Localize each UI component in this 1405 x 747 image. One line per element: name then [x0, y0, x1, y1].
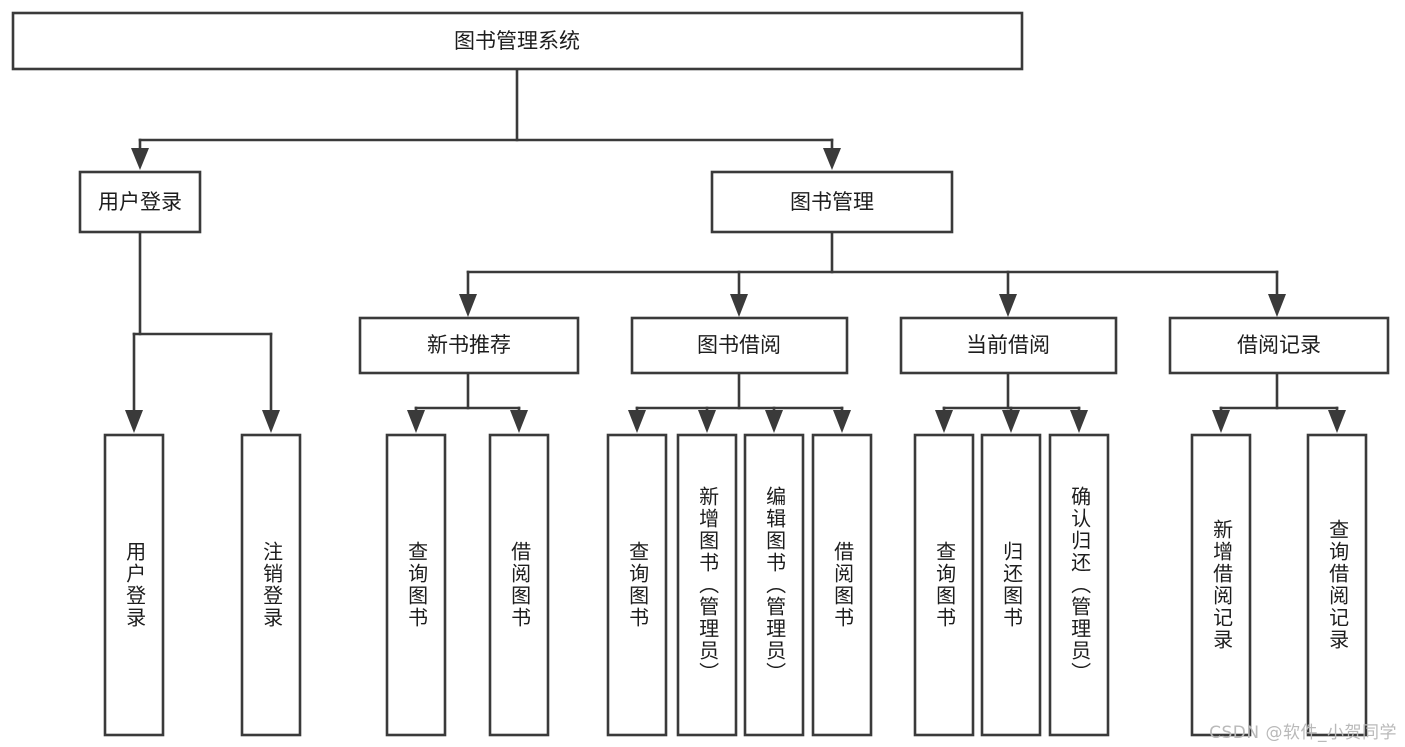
arrow-user-login-leaf-1: [125, 410, 143, 433]
node-leaf-book-borrow-2-box[interactable]: [743, 433, 805, 737]
csdn-watermark: CSDN @软件_小贺同学: [1209, 723, 1397, 743]
arrow-borrow-records-leaf-1: [1212, 410, 1230, 433]
arrow-current-borrow-leaf-3: [1070, 410, 1088, 433]
node-root-label: 图书管理系统: [454, 29, 580, 53]
node-leaf-user-login-1-box[interactable]: [240, 433, 302, 737]
arrow-current-borrow-leaf-1: [935, 410, 953, 433]
node-root-box[interactable]: [11, 11, 1024, 71]
node-leaf-user-login-0-box[interactable]: [103, 433, 165, 737]
arrow-book-borrow-leaf-4: [833, 410, 851, 433]
node-user-login-box[interactable]: [78, 170, 202, 234]
arrow-new-book-leaf-2: [510, 410, 528, 433]
arrow-book-mgmt-to-current-borrow: [999, 294, 1017, 317]
node-new-book-recommend-label: 新书推荐: [427, 333, 511, 357]
node-leaf-current-borrow-1-box[interactable]: [980, 433, 1042, 737]
horizontal-label-layer: 图书管理系统 用户登录 图书管理 新书推荐 图书借阅 当前借阅 借阅记录: [98, 29, 1321, 357]
node-leaf-borrow-records-0-box[interactable]: [1190, 433, 1252, 737]
node-leaf-new-book-0-box[interactable]: [385, 433, 447, 737]
connector-layer: [125, 67, 1346, 433]
node-new-book-recommend-box[interactable]: [358, 316, 580, 375]
node-current-borrow-label: 当前借阅: [966, 333, 1050, 357]
arrow-book-mgmt-to-book-borrow: [730, 294, 748, 317]
arrow-book-borrow-leaf-3: [765, 410, 783, 433]
node-borrow-records-box[interactable]: [1168, 316, 1390, 375]
node-borrow-records-label: 借阅记录: [1237, 333, 1321, 357]
node-leaf-book-borrow-0-box[interactable]: [606, 433, 668, 737]
arrow-book-mgmt-to-borrow-records: [1268, 294, 1286, 317]
node-leaf-book-borrow-3-box[interactable]: [811, 433, 873, 737]
node-leaf-new-book-1-box[interactable]: [488, 433, 550, 737]
node-leaf-current-borrow-0-box[interactable]: [913, 433, 975, 737]
arrow-current-borrow-leaf-2: [1002, 410, 1020, 433]
arrow-book-borrow-leaf-1: [628, 410, 646, 433]
node-user-login-label: 用户登录: [98, 190, 182, 214]
arrow-root-to-user-login: [131, 148, 149, 170]
arrow-user-login-leaf-2: [262, 410, 280, 433]
node-leaf-borrow-records-1-box[interactable]: [1306, 433, 1368, 737]
node-leaf-book-borrow-1-box[interactable]: [676, 433, 738, 737]
arrow-book-borrow-leaf-2: [698, 410, 716, 433]
node-leaf-current-borrow-2-box[interactable]: [1048, 433, 1110, 737]
arrow-borrow-records-leaf-2: [1328, 410, 1346, 433]
node-current-borrow-box[interactable]: [899, 316, 1118, 375]
node-book-mgmt-label: 图书管理: [790, 190, 874, 214]
node-book-mgmt-box[interactable]: [710, 170, 954, 234]
arrow-book-mgmt-to-new-book: [459, 294, 477, 317]
arrow-root-to-book-mgmt: [823, 148, 841, 170]
arrow-new-book-leaf-1: [407, 410, 425, 433]
node-box-layer: [11, 11, 1390, 737]
node-book-borrow-box[interactable]: [630, 316, 849, 375]
node-book-borrow-label: 图书借阅: [697, 333, 781, 357]
